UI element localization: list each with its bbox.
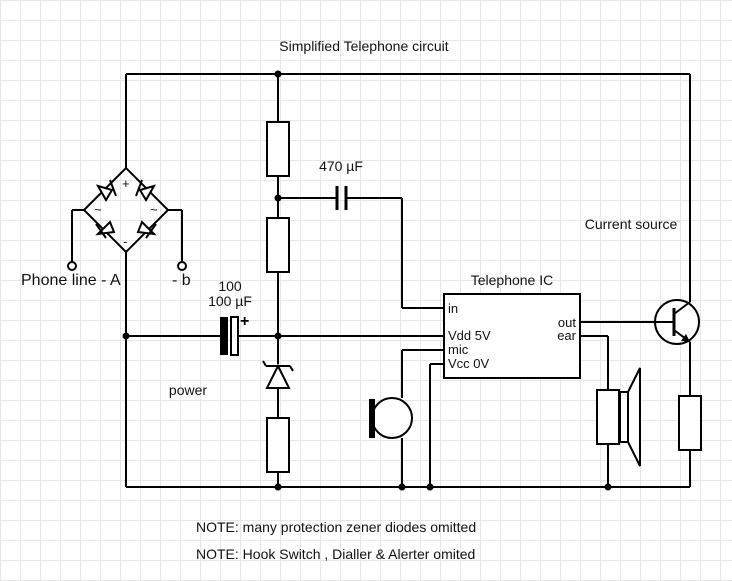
bridge-plus-label: + <box>122 176 130 191</box>
capacitor-top-label: 470 µF <box>319 158 363 174</box>
telephone-ic: Telephone IC in Vdd 5V mic Vcc 0V out ea… <box>443 272 581 379</box>
ic-pin-ear: ear <box>557 328 576 343</box>
bridge-minus-label: - <box>123 234 127 249</box>
ic-title: Telephone IC <box>471 272 554 288</box>
electrolytic-plate-icon <box>220 317 228 355</box>
ic-pin-out: out <box>558 315 576 330</box>
terminal-b-icon <box>177 261 187 271</box>
speaker-icon <box>619 367 641 467</box>
phone-line-leads <box>67 209 187 271</box>
note-2: NOTE: Hook Switch , Dialler & Alerter om… <box>196 546 475 562</box>
bottom-rail <box>125 252 690 488</box>
resistor-source-icon <box>678 395 702 451</box>
transistor-icon <box>654 299 700 345</box>
bridge-diode-icon <box>135 179 157 202</box>
top-rail <box>125 73 691 302</box>
power-label: power <box>169 382 207 398</box>
bridge-ac-left-label: ~ <box>94 202 102 217</box>
current-source-label: Current source <box>585 216 678 232</box>
ic-pin-vcc: Vcc 0V <box>448 356 490 371</box>
terminal-a-icon <box>67 261 77 271</box>
diagram-title: Simplified Telephone circuit <box>279 38 448 54</box>
ic-pin-vdd: Vdd 5V <box>448 328 491 343</box>
resistor-top-icon <box>266 121 290 177</box>
phone-line-a-label: Phone line - A <box>21 272 121 289</box>
current-source <box>580 299 702 487</box>
ic-pin-in: in <box>448 301 458 316</box>
junction-dots <box>122 70 612 491</box>
coupling-capacitor <box>278 186 444 309</box>
bridge-diode-icon <box>95 179 117 202</box>
microphone-icon <box>371 397 413 439</box>
bridge-diode-icon <box>95 220 116 239</box>
microphone <box>369 349 444 487</box>
resistor-middle-icon <box>266 217 290 273</box>
bridge-diode-icon <box>136 220 157 239</box>
resistor-bottom-icon <box>266 417 290 473</box>
capacitor-polarity-label: + <box>240 313 249 330</box>
power-line <box>126 316 444 356</box>
note-1: NOTE: many protection zener diodes omitt… <box>196 519 476 535</box>
diode-bridge: + - ~ ~ <box>82 166 170 254</box>
zener-diode-icon <box>262 360 294 389</box>
resistor-ear-icon <box>596 389 620 445</box>
ic-pin-mic: mic <box>448 342 469 357</box>
divider-branch <box>262 74 294 487</box>
capacitor-power-label-2: 100 µF <box>208 293 252 309</box>
phone-line-b-label: - b <box>172 272 191 289</box>
earpiece <box>580 335 641 487</box>
bridge-ac-right-label: ~ <box>150 202 158 217</box>
capacitor-power-label-1: 100 <box>218 278 242 294</box>
